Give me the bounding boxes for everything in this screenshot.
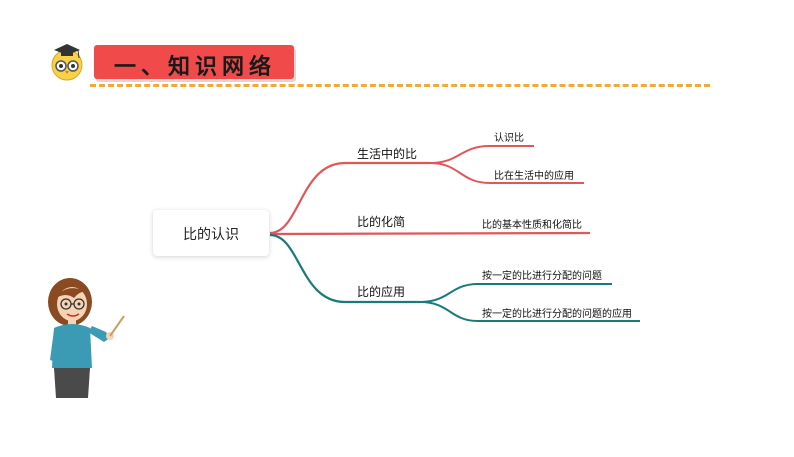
branch-1-child-1-label: 认识比 <box>494 133 524 144</box>
mindmap-root-node: 比的认识 <box>153 210 269 256</box>
connector-branch-3-child-1 <box>419 283 612 303</box>
mindmap-root-label: 比的认识 <box>183 227 239 243</box>
connector-branch-1-child-1 <box>429 145 534 164</box>
branch-3-child-1-label: 按一定的比进行分配的问题 <box>482 271 602 282</box>
branch-1-label: 生活中的比 <box>357 147 418 161</box>
owl-mascot-icon <box>51 44 83 81</box>
branch-1-child-2-label: 比在生活中的应用 <box>494 171 574 182</box>
branch-2-label: 比的化简 <box>357 215 406 229</box>
connector-branch-3-child-2 <box>419 301 640 322</box>
teacher-illustration-icon <box>48 278 125 398</box>
connector-branch-1-child-2 <box>429 162 584 184</box>
connector-root-branch-3 <box>269 233 420 304</box>
branch-3-label: 比的应用 <box>357 285 406 299</box>
section-title: 一、知识网络 <box>114 54 277 80</box>
connector-root-branch-2 <box>269 231 591 236</box>
dashed-divider <box>90 84 710 87</box>
branch-2-child-1-label: 比的基本性质和化简比 <box>482 220 582 231</box>
section-title-banner: 一、知识网络 <box>94 45 294 80</box>
connector-root-branch-1 <box>269 161 430 235</box>
branch-3-child-2-label: 按一定的比进行分配的问题的应用 <box>482 309 632 320</box>
